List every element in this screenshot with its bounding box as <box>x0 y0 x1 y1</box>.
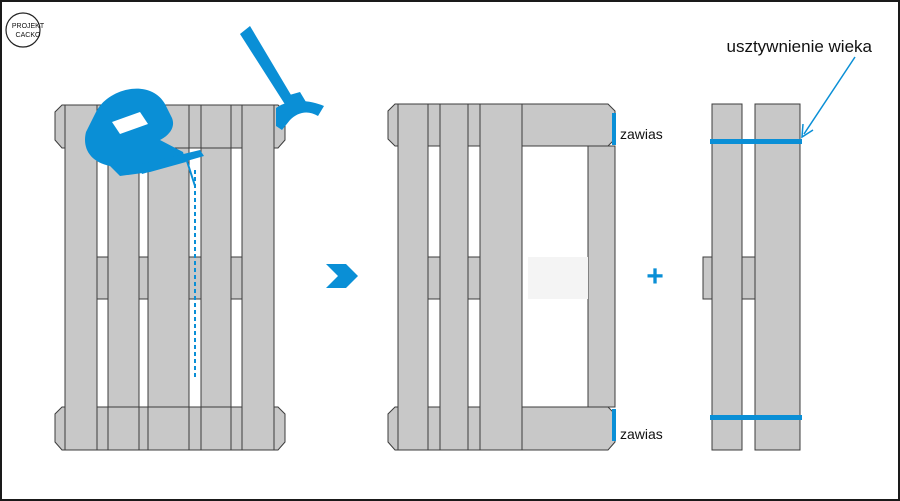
pallet-box-slat-3 <box>479 103 523 451</box>
pallet-full-cross-bottom <box>96 406 243 451</box>
pallet-full-slat-5 <box>241 104 275 451</box>
pallet-box <box>387 103 616 451</box>
pallet-box-slat-4 <box>587 145 616 408</box>
lid-stub-left <box>702 256 713 300</box>
stiffener-callout-arrowhead <box>801 123 814 139</box>
hinge-top-label: zawias <box>620 126 663 142</box>
jigsaw-icon <box>85 88 204 187</box>
logo-ring <box>5 12 41 48</box>
pallet-box-slat-1 <box>397 103 429 451</box>
hinge-bottom <box>612 409 616 441</box>
plus-sign: + <box>646 260 664 293</box>
pallet-full-slat-4 <box>200 104 232 451</box>
logo: PROJEKT CACKO <box>5 12 45 48</box>
lid-stub-middle <box>741 256 756 300</box>
hinge-bottom-label: zawias <box>620 426 663 442</box>
pallet-box-slat-2 <box>439 103 469 451</box>
lid <box>702 103 801 451</box>
lid-stiffener-bottom <box>710 415 802 420</box>
chevron-right-icon <box>326 264 358 288</box>
stiffener-label: usztywnienie wieka <box>726 37 872 56</box>
hinge-top <box>612 113 616 145</box>
lid-board-left <box>711 103 743 451</box>
lid-board-right <box>754 103 801 451</box>
stiffener-callout-line <box>803 56 856 135</box>
logo-line1: PROJEKT <box>12 23 45 30</box>
lid-stiffener-top <box>710 139 802 144</box>
hammer-icon <box>240 26 324 130</box>
logo-line2: CACKO <box>16 32 41 39</box>
